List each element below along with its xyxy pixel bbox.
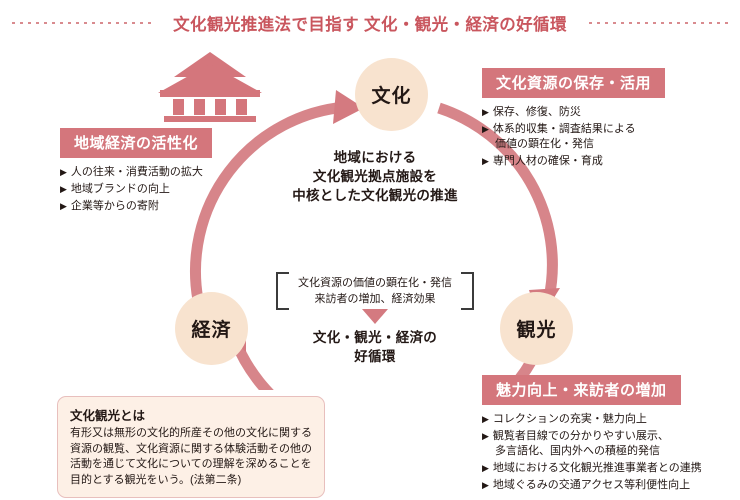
list-item-continuation: 価値の顕在化・発信 xyxy=(482,137,665,152)
panel-attractiveness-visitor-increase: 魅力向上・来訪者の増加 ▶ コレクションの充実・魅力向上 ▶ 観覧者目線での分か… xyxy=(482,375,702,495)
cycle-node-culture-label: 文化 xyxy=(371,86,412,107)
cycle-outcome-text: 文化資源の価値の顕在化・発信 来訪者の増加、経済効果 xyxy=(298,275,452,307)
cycle-node-economy-label: 経済 xyxy=(191,320,232,341)
list-item-text: 価値の顕在化・発信 xyxy=(495,138,594,150)
downward-triangle-icon xyxy=(362,309,388,324)
list-item: ▶ 保存、修復、防災 xyxy=(482,105,665,120)
list-item-text: 専門人材の確保・育成 xyxy=(492,155,603,167)
list-item: ▶ 企業等からの寄附 xyxy=(60,199,212,214)
bullet-triangle-icon: ▶ xyxy=(482,480,489,490)
title-dotted-rule-right xyxy=(588,22,728,24)
list-item: ▶ 地域ぐるみの交通アクセス等利便性向上 xyxy=(482,478,702,493)
definition-callout-box: 文化観光とは 有形又は無形の文化的所産その他の文化に関する資源の観覧、文化資源に… xyxy=(57,396,325,498)
list-item-text: コレクションの充実・魅力向上 xyxy=(492,413,647,425)
list-item-text: 地域における文化観光推進事業者との連携 xyxy=(492,462,702,474)
bullet-triangle-icon: ▶ xyxy=(482,124,489,134)
panel-regional-economy-revitalization: 地域経済の活性化 ▶ 人の往来・消費活動の拡大 ▶ 地域ブランドの向上 ▶ 企業… xyxy=(60,128,213,216)
list-item-continuation: 多言語化、国内外への積極的発信 xyxy=(482,444,702,459)
bullet-triangle-icon: ▶ xyxy=(482,463,489,473)
arrow-culture-to-tourism-arc xyxy=(437,102,558,300)
bullet-triangle-icon: ▶ xyxy=(60,201,67,211)
panel-economy-heading: 地域経済の活性化 xyxy=(60,128,213,158)
cycle-outcome-line-2: 来訪者の増加、経済効果 xyxy=(314,293,436,305)
cycle-center-line-1: 地域における xyxy=(333,150,417,165)
cycle-node-tourism: 観光 xyxy=(500,292,573,365)
arrow-economy-to-culture-arc xyxy=(190,101,346,301)
cycle-node-economy: 経済 xyxy=(175,292,248,365)
definition-heading: 文化観光とは xyxy=(70,409,146,423)
cycle-result-line-1: 文化・観光・経済の xyxy=(312,330,438,345)
page-title: 文化観光推進法で目指す 文化・観光・経済の好循環 xyxy=(173,16,567,34)
cycle-outcome-line-1: 文化資源の価値の顕在化・発信 xyxy=(298,277,452,289)
cycle-result-line-2: 好循環 xyxy=(354,349,396,364)
list-item: ▶ 専門人材の確保・育成 xyxy=(482,154,665,169)
museum-building-icon xyxy=(158,52,262,122)
list-item-text: 地域ぐるみの交通アクセス等利便性向上 xyxy=(492,479,691,491)
bullet-triangle-icon: ▶ xyxy=(60,167,67,177)
list-item-text: 多言語化、国内外への積極的発信 xyxy=(495,445,660,457)
bullet-triangle-icon: ▶ xyxy=(60,184,67,194)
cycle-outcome-bracket: 文化資源の価値の顕在化・発信 来訪者の増加、経済効果 xyxy=(250,272,500,310)
list-item: ▶ 観覧者目線での分かりやすい展示、 xyxy=(482,429,702,444)
list-item-text: 観覧者目線での分かりやすい展示、 xyxy=(492,430,669,442)
list-item: ▶ 地域ブランドの向上 xyxy=(60,182,212,197)
cycle-node-culture: 文化 xyxy=(355,58,428,131)
panel-economy-bullets: ▶ 人の往来・消費活動の拡大 ▶ 地域ブランドの向上 ▶ 企業等からの寄附 xyxy=(60,165,212,214)
list-item: ▶ 地域における文化観光推進事業者との連携 xyxy=(482,461,702,476)
arrow-economy-to-culture-head xyxy=(333,90,364,124)
panel-attract-heading: 魅力向上・来訪者の増加 xyxy=(482,375,681,405)
list-item-text: 保存、修復、防災 xyxy=(492,106,581,118)
cycle-center-line-2: 文化観光拠点施設を xyxy=(312,169,438,184)
list-item-text: 人の往来・消費活動の拡大 xyxy=(70,166,203,178)
bracket-left xyxy=(276,272,289,310)
cycle-node-tourism-label: 観光 xyxy=(516,320,557,341)
bullet-triangle-icon: ▶ xyxy=(482,431,489,441)
bullet-triangle-icon: ▶ xyxy=(482,414,489,424)
panel-preservation-bullets: ▶ 保存、修復、防災 ▶ 体系的収集・調査結果による 価値の顕在化・発信 ▶ 専… xyxy=(482,105,665,169)
panel-attract-bullets: ▶ コレクションの充実・魅力向上 ▶ 観覧者目線での分かりやすい展示、 多言語化… xyxy=(482,412,702,493)
definition-body: 有形又は無形の文化的所産その他の文化に関する資源の観覧、文化資源に関する体験活動… xyxy=(70,427,312,486)
cycle-result-label: 文化・観光・経済の 好循環 xyxy=(275,328,475,366)
cycle-center-statement: 地域における 文化観光拠点施設を 中核とした文化観光の推進 xyxy=(240,148,510,205)
list-item-text: 体系的収集・調査結果による xyxy=(492,123,636,135)
list-item: ▶ 体系的収集・調査結果による xyxy=(482,122,665,137)
page-title-row: 文化観光推進法で目指す 文化・観光・経済の好循環 xyxy=(0,10,740,36)
list-item: ▶ 人の往来・消費活動の拡大 xyxy=(60,165,212,180)
list-item: ▶ コレクションの充実・魅力向上 xyxy=(482,412,702,427)
list-item-text: 企業等からの寄附 xyxy=(70,200,159,212)
panel-preservation-heading: 文化資源の保存・活用 xyxy=(482,68,666,98)
bullet-triangle-icon: ▶ xyxy=(482,156,489,166)
list-item-text: 地域ブランドの向上 xyxy=(70,183,170,195)
cycle-center-line-3: 中核とした文化観光の推進 xyxy=(292,188,458,203)
virtuous-cycle-diagram: 文化 経済 観光 地域における 文化観光拠点施設を 中核とした文化観光の推進 xyxy=(150,50,590,390)
bracket-right xyxy=(461,272,474,310)
bullet-triangle-icon: ▶ xyxy=(482,107,489,117)
title-dotted-rule-left xyxy=(12,22,152,24)
panel-cultural-resource-preservation: 文化資源の保存・活用 ▶ 保存、修復、防災 ▶ 体系的収集・調査結果による 価値… xyxy=(482,68,666,171)
